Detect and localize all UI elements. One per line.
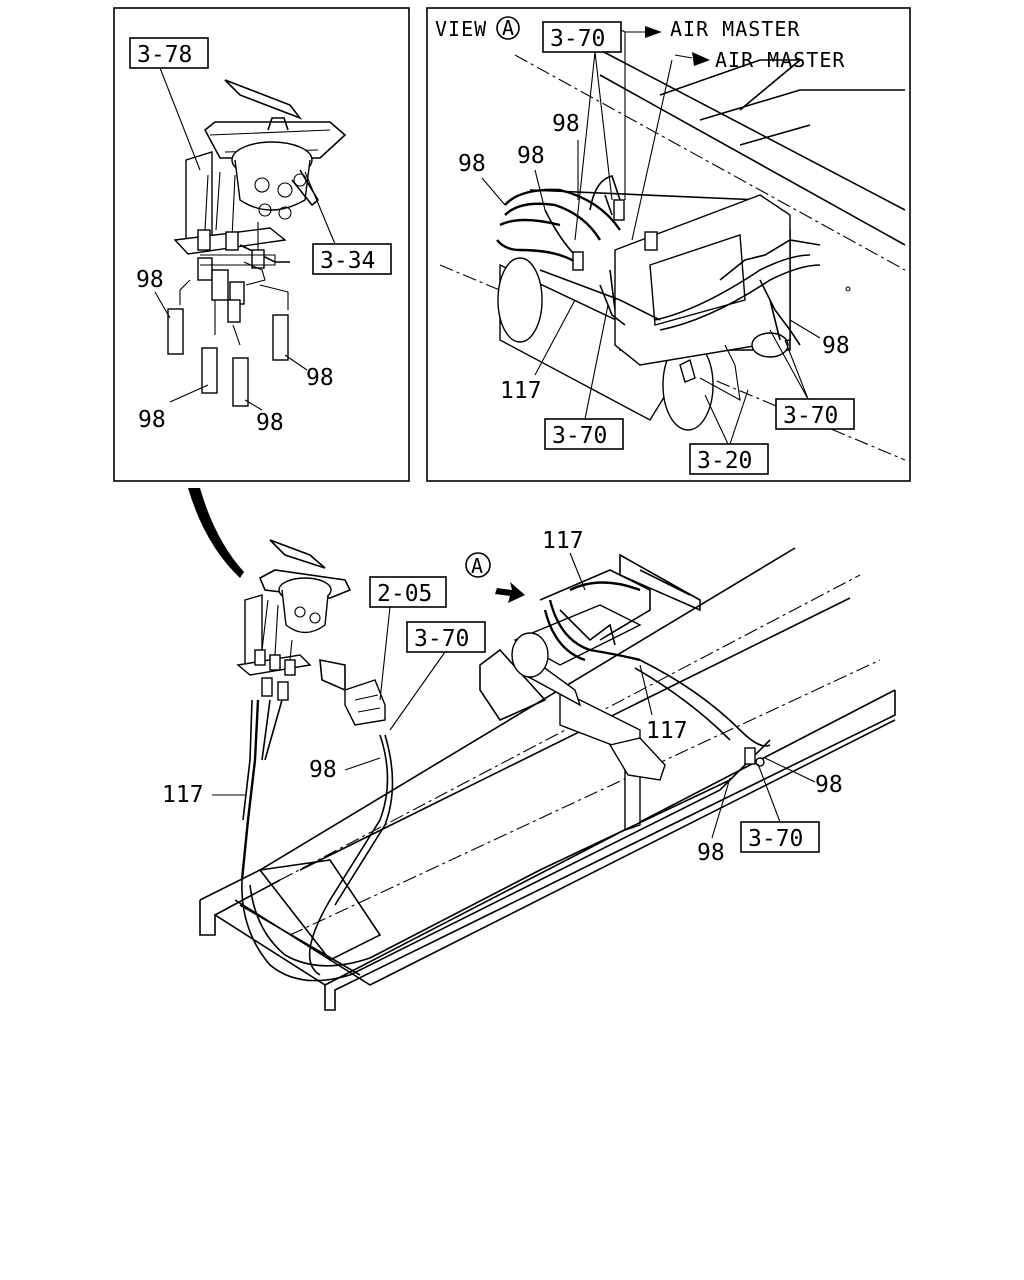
hose-98-1 [167,308,184,355]
hose-98-4 [272,314,289,361]
air-tank-drawing [497,189,851,431]
label-117-left: 117 [162,782,204,808]
callout-3-34: 3-34 [320,248,375,274]
label-98-left-top: 98 [136,267,164,293]
label-98-bottom: 98 [697,840,725,866]
destination-air-master-1: AIR MASTER [670,17,800,41]
view-word: VIEW [435,17,487,41]
callout-box-3-70-main-b [740,821,820,853]
callout-3-70-mid: 3-70 [552,423,607,449]
view-a-panel: VIEW A AIR MASTER AIR MASTER [426,7,911,482]
label-117-top: 117 [542,528,584,554]
callout-3-70-main-b: 3-70 [748,826,803,852]
left-inset-panel: 3-78 3-34 98 98 98 98 [113,7,410,482]
view-a-frame [426,7,911,482]
callout-box-3-70-right [775,398,855,430]
callout-3-20: 3-20 [697,448,752,474]
label-117-mid: 117 [646,718,688,744]
label-98-view-a-1: 98 [552,111,580,137]
label-98-view-a-2: 98 [517,143,545,169]
callout-box-3-78 [129,37,209,69]
label-98-left: 98 [309,757,337,783]
callout-3-78: 3-78 [137,42,192,68]
label-98-right: 98 [815,772,843,798]
label-98-view-a-3: 98 [458,151,486,177]
main-harness [240,581,771,982]
main-view: A 2-05 3-70 3-70 117 117 117 98 98 98 [162,488,896,1011]
callout-box-3-70-mid [544,418,624,450]
relay-valve-drawing [167,79,347,407]
callout-3-70-right: 3-70 [783,403,838,429]
callout-box-3-70-main-a [406,621,486,653]
view-a-arrow [495,582,525,603]
callout-box-2-05 [369,576,447,608]
view-letter-circle [496,16,520,40]
view-a-marker-letter: A [471,554,484,578]
inset-pointer-arrow [188,488,244,578]
left-inset-frame [113,7,410,482]
label-98-bottom-left: 98 [138,407,166,433]
label-117-view-a: 117 [500,378,542,404]
chassis-frame [199,547,896,1011]
callout-3-70-top: 3-70 [550,26,605,52]
view-a-hoses [496,175,821,346]
relay-valve-main [236,539,386,726]
view-letter: A [502,16,515,40]
view-a-marker-circle [465,552,491,578]
air-tank-main [511,569,651,707]
label-98-bottom-right: 98 [256,410,284,436]
callout-box-3-70-top [542,21,622,53]
callout-box-3-20 [689,443,769,475]
label-98-view-a-4: 98 [822,333,850,359]
hose-98-3 [232,357,249,407]
callout-3-70-main-a: 3-70 [414,626,469,652]
label-98-right: 98 [306,365,334,391]
hose-98-2 [201,347,218,394]
callout-box-3-34 [312,243,392,275]
callout-2-05: 2-05 [377,581,432,607]
